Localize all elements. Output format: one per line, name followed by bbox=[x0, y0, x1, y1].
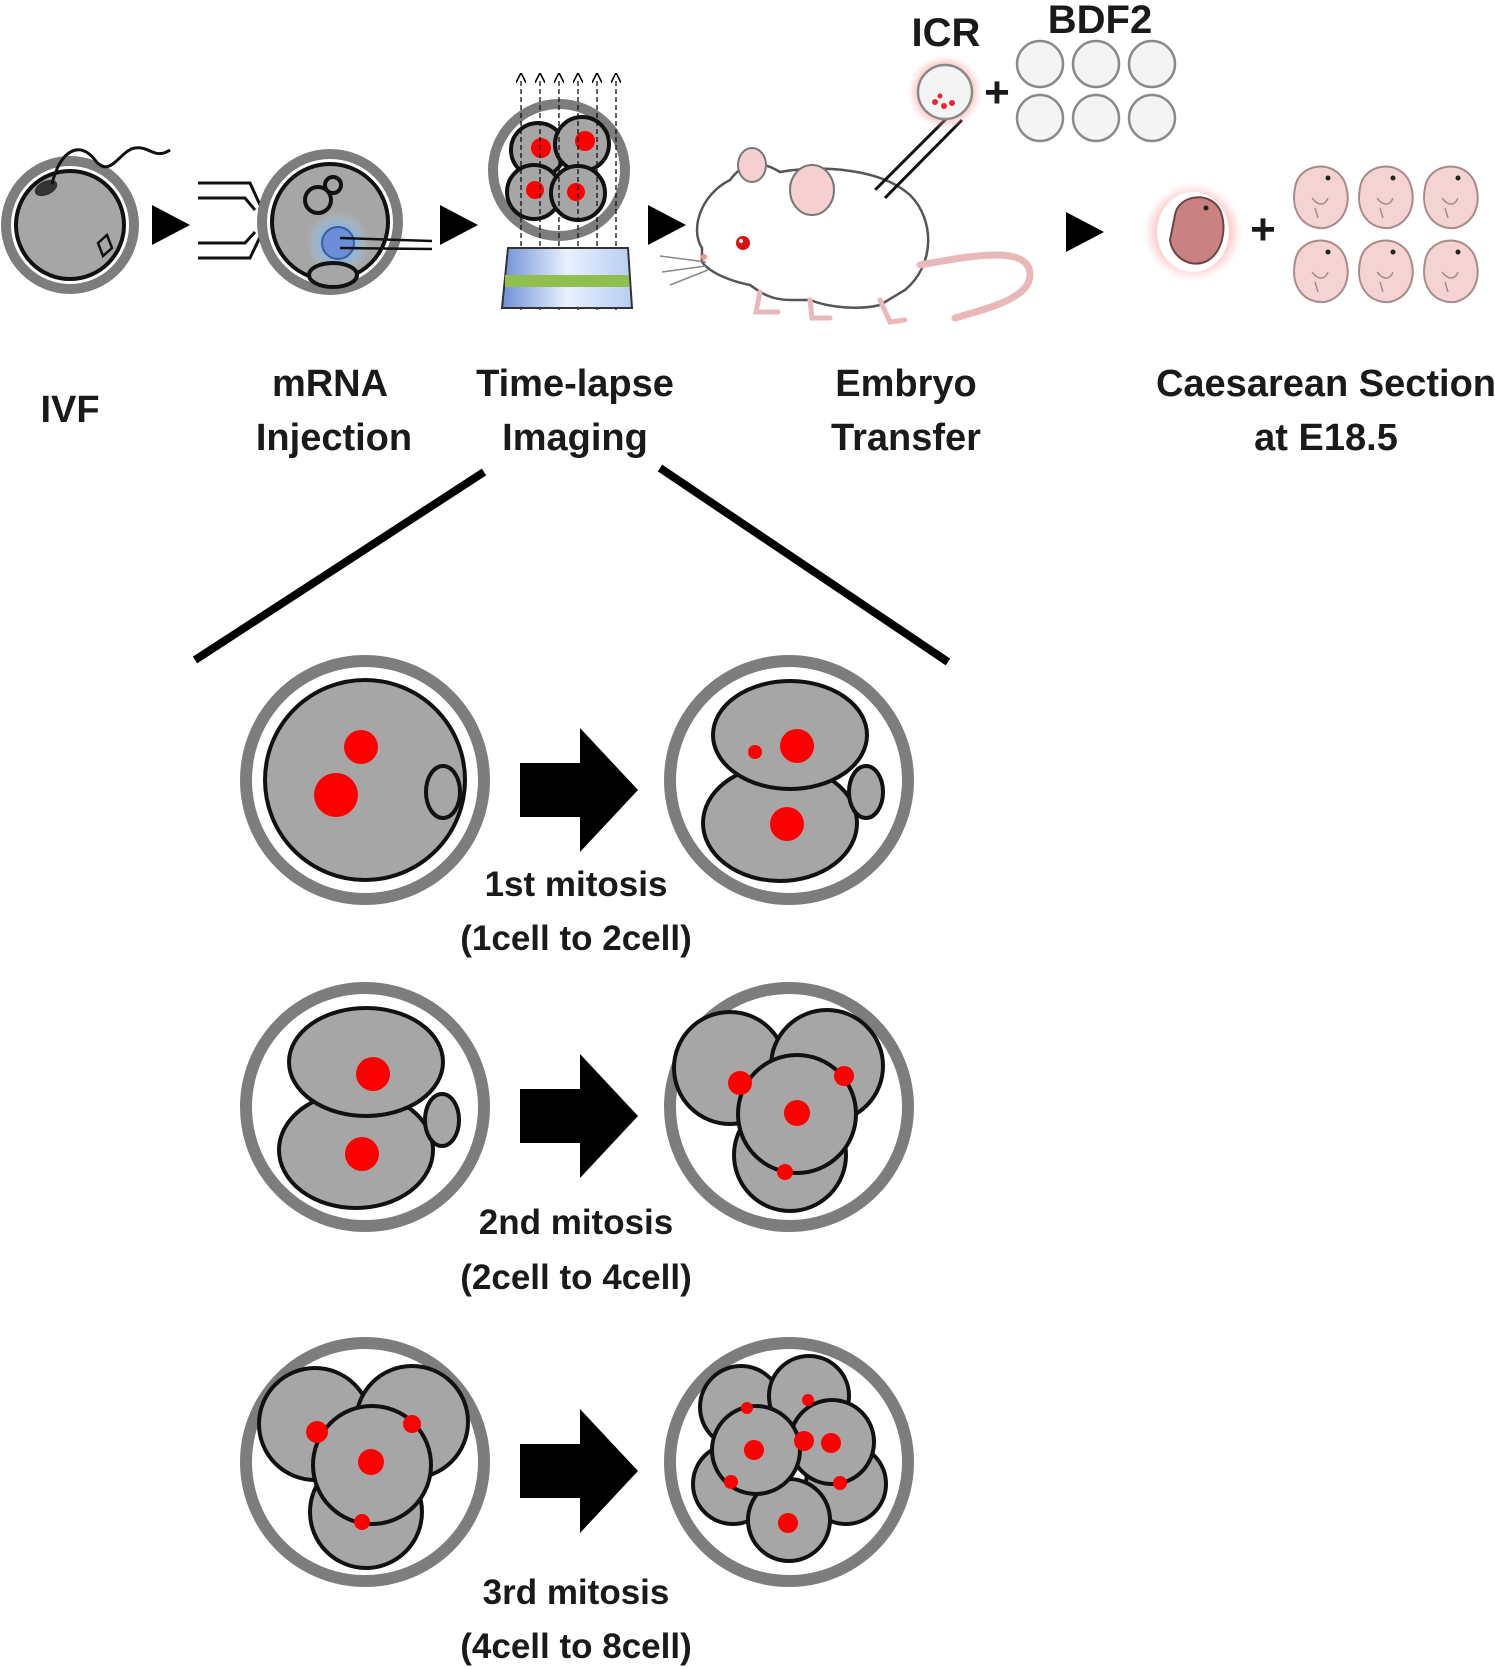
mitosis-3-before-embryo bbox=[240, 1337, 490, 1587]
mitosis-3-label-line1: 3rd mitosis bbox=[483, 1573, 670, 1612]
caesarean-plus-sign: + bbox=[1250, 205, 1276, 254]
mitosis-2-after-embryo bbox=[664, 982, 914, 1232]
icr-embryo-icon bbox=[907, 54, 983, 130]
step-label-mrna-line2: Injection bbox=[256, 417, 412, 459]
timelapse-microscope-icon bbox=[488, 78, 634, 310]
step-label-caesarean-line1: Caesarean Section bbox=[1156, 363, 1495, 405]
mrna-injection-icon bbox=[198, 149, 433, 295]
mouse-recipient-icon bbox=[659, 108, 1034, 325]
mitosis-3-arrow bbox=[520, 1409, 638, 1533]
ivf-oocyte-icon bbox=[1, 146, 171, 294]
mitosis-2-before-embryo bbox=[240, 982, 490, 1232]
step-label-caesarean-line2: at E18.5 bbox=[1254, 417, 1398, 459]
mitosis-1-after-embryo bbox=[664, 655, 914, 905]
arrow-mrna-to-timelapse bbox=[440, 205, 478, 245]
mitosis-3-after-embryo bbox=[664, 1337, 914, 1587]
bdf2-label: BDF2 bbox=[1048, 0, 1152, 42]
zoom-line-left bbox=[192, 468, 487, 664]
step-label-timelapse-line2: Imaging bbox=[502, 417, 648, 459]
arrow-transfer-to-caesarean bbox=[1066, 212, 1104, 252]
icr-label: ICR bbox=[912, 11, 981, 55]
mitosis-1-label-line1: 1st mitosis bbox=[485, 865, 668, 904]
bdf2-embryos-icon bbox=[1015, 39, 1177, 143]
mitosis-1-before-embryo bbox=[240, 655, 490, 905]
zoom-line-right bbox=[657, 464, 951, 666]
step-label-timelapse-line1: Time-lapse bbox=[476, 363, 674, 405]
mitosis-2-label-line1: 2nd mitosis bbox=[479, 1203, 673, 1242]
littermate-pups-icon bbox=[1293, 165, 1479, 304]
mitosis-3-label-line2: (4cell to 8cell) bbox=[460, 1627, 691, 1666]
icr-plus-sign: + bbox=[984, 68, 1010, 117]
arrow-timelapse-to-transfer bbox=[648, 205, 686, 245]
mitosis-2-label-line2: (2cell to 4cell) bbox=[460, 1258, 691, 1297]
step-label-mrna-line1: mRNA bbox=[272, 363, 388, 405]
mitosis-1-arrow bbox=[520, 728, 638, 852]
step-label-transfer-line2: Transfer bbox=[831, 417, 981, 459]
arrow-ivf-to-mrna bbox=[152, 205, 190, 245]
mitosis-2-arrow bbox=[520, 1054, 638, 1178]
step-label-ivf: IVF bbox=[40, 389, 99, 431]
mitosis-1-label-line2: (1cell to 2cell) bbox=[460, 919, 691, 958]
step-label-transfer-line1: Embryo bbox=[835, 363, 976, 405]
glowing-pup-icon bbox=[1143, 182, 1243, 282]
